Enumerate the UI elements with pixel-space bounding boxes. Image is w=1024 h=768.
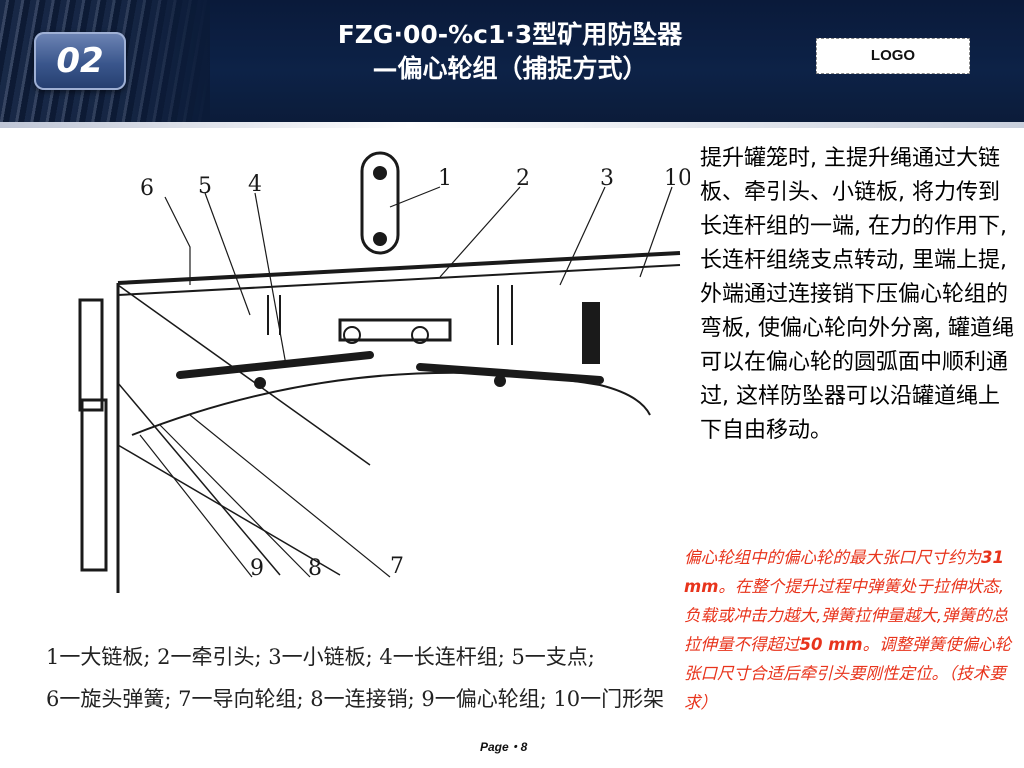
mechanism-drawing: 6 5 4 1 2 3 10 9 8 7: [78, 151, 690, 593]
leader-4: [254, 192, 287, 366]
eccentric-wheel-set-upper: [78, 298, 104, 412]
callout-7: 7: [390, 554, 404, 579]
caption-line-2: 6一旋头弹簧; 7一导向轮组; 8一连接销; 9一偏心轮组; 10一门形架: [46, 687, 665, 711]
callout-10: 10: [664, 166, 690, 191]
big-chain-plate: [360, 151, 400, 255]
callout-2: 2: [516, 166, 530, 191]
title-line-2: —偏心轮组（捕捉方式）: [372, 54, 648, 83]
eccentric-wheel-set-lower: [80, 398, 108, 572]
caption-line-1: 1一大链板; 2一牵引头; 3一小链板; 4一长连杆组; 5一支点;: [46, 645, 595, 669]
guide-line: [117, 284, 371, 466]
description-text: 提升罐笼时, 主提升绳通过大链板、牵引头、小链板, 将力传到长连杆组的一端, 在…: [700, 146, 1014, 443]
leader-2: [439, 186, 521, 278]
header-banner: 02 FZG·00-%c1·3型矿用防坠器 —偏心轮组（捕捉方式） LOGO: [0, 0, 1024, 128]
guide-line: [117, 444, 341, 576]
note-part-1: 偏心轮组中的偏心轮的最大张口尺寸约为: [684, 548, 981, 567]
pin-hole: [373, 232, 387, 246]
note-part-2: 。在整个提升过程中弹簧处于拉伸状态,负载或冲击力越大,弹簧拉伸量越大,弹簧的总拉…: [684, 577, 1008, 654]
section-number-badge: 02: [34, 32, 126, 90]
mechanism-diagram: 6 5 4 1 2 3 10 9 8 7: [40, 135, 690, 600]
callout-8: 8: [308, 556, 322, 581]
pivot-point: [494, 375, 506, 387]
page-number: Page・8: [480, 740, 528, 754]
callout-6: 6: [140, 176, 154, 201]
guide-arc: [131, 371, 651, 436]
traction-head-pin: [343, 326, 361, 344]
leader-3: [559, 186, 606, 286]
note-value-2: 50 mm: [799, 635, 863, 654]
guide-line: [117, 382, 281, 576]
long-linkage-right: [416, 363, 604, 384]
strut-right: [497, 285, 513, 345]
head-spring: [582, 302, 600, 364]
logo-placeholder: LOGO: [816, 38, 970, 74]
callout-3: 3: [600, 166, 614, 191]
leader-7: [189, 414, 391, 578]
leader-9: [139, 434, 253, 578]
frame-top-beam-lower: [117, 264, 681, 296]
leader-10: [639, 186, 673, 278]
long-linkage-left: [176, 351, 374, 379]
note-value-1: 31 mm: [684, 548, 1004, 596]
leader-5: [204, 192, 251, 316]
traction-head-pin: [411, 326, 429, 344]
leader-6: [164, 196, 191, 285]
title-line-1: FZG·00-%c1·3型矿用防坠器: [337, 20, 683, 49]
technical-note: 偏心轮组中的偏心轮的最大张口尺寸约为31 mm。在整个提升过程中弹簧处于拉伸状态…: [684, 543, 1020, 717]
leader-8: [159, 424, 311, 578]
traction-head: [338, 318, 452, 342]
callout-9: 9: [250, 556, 264, 581]
pin-hole: [373, 166, 387, 180]
note-part-3: 。调整弹簧使偏心轮张口尺寸合适后牵引头要刚性定位。（技术要求）: [684, 635, 1012, 712]
leader-1: [389, 186, 441, 208]
diagram-caption: 1一大链板; 2一牵引头; 3一小链板; 4一长连杆组; 5一支点; 6一旋头弹…: [46, 636, 696, 720]
callout-1: 1: [438, 166, 452, 191]
callout-5: 5: [198, 174, 212, 199]
slide-title: FZG·00-%c1·3型矿用防坠器 —偏心轮组（捕捉方式）: [280, 18, 740, 86]
frame-top-beam: [117, 251, 681, 285]
callout-4: 4: [248, 172, 262, 197]
